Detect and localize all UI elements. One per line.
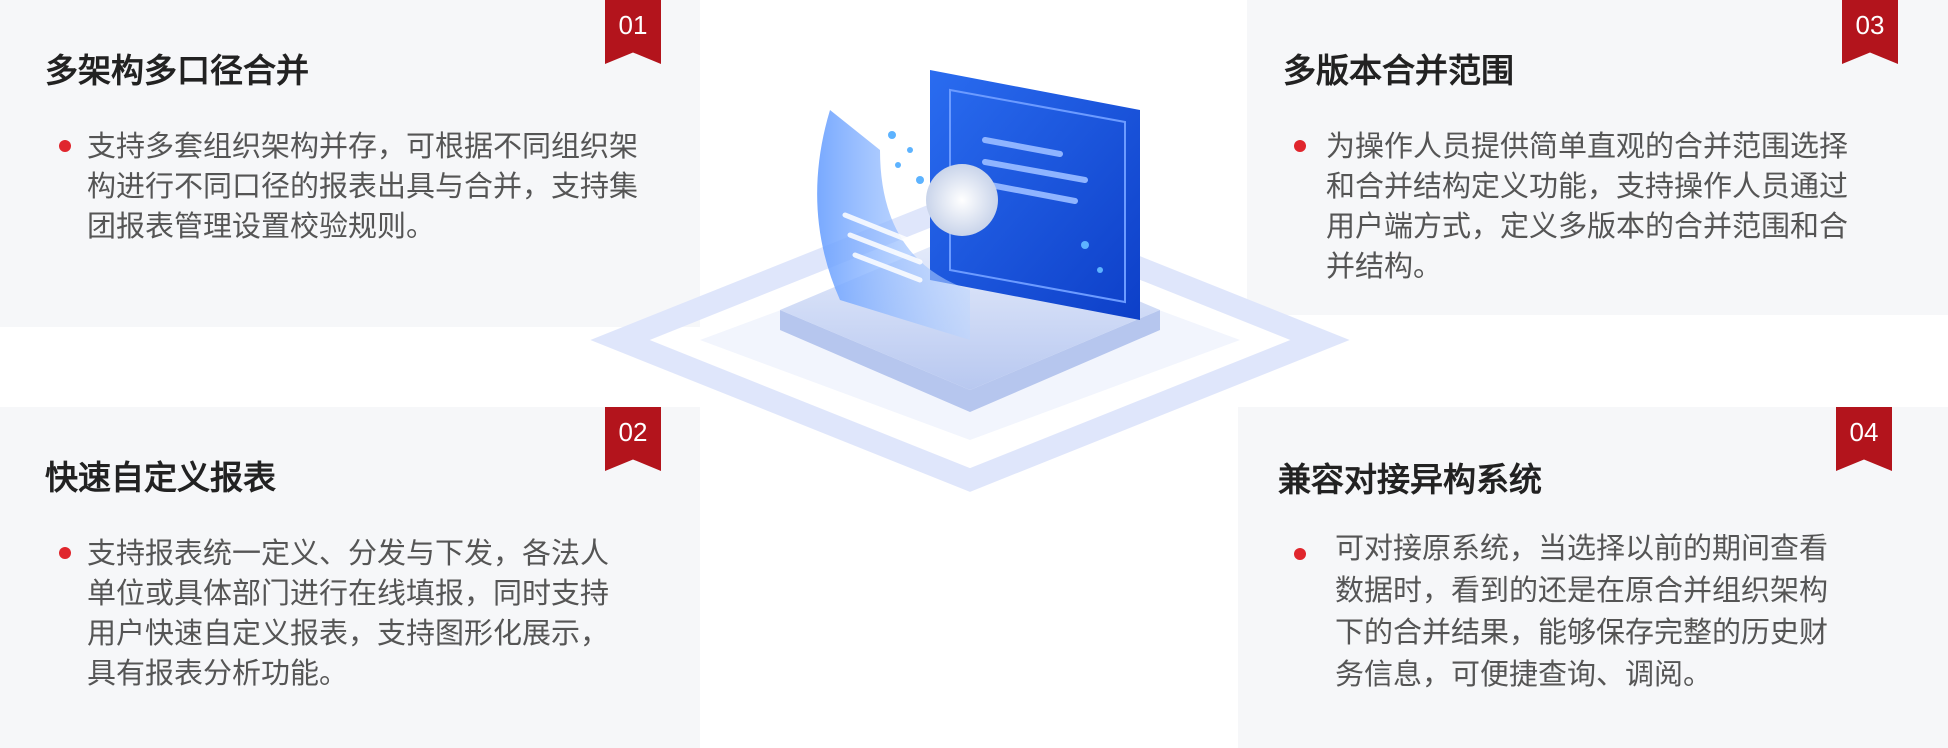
feature-card-2: 02 快速自定义报表 支持报表统一定义、分发与下发，各法人单位或具体部门进行在线… (0, 407, 700, 748)
feature-title: 快速自定义报表 (45, 458, 276, 497)
feature-title: 多版本合并范围 (1283, 51, 1514, 90)
feature-card-4: 04 兼容对接异构系统 可对接原系统，当选择以前的期间查看数据时，看到的还是在原… (1238, 407, 1948, 748)
feature-card-3: 03 多版本合并范围 为操作人员提供简单直观的合并范围选择和合并结构定义功能，支… (1247, 0, 1948, 315)
bullet-icon (59, 547, 71, 559)
feature-description: 可对接原系统，当选择以前的期间查看数据时，看到的还是在原合并组织架构下的合并结果… (1335, 531, 1829, 691)
bullet-icon (1294, 140, 1306, 152)
feature-description: 支持多套组织架构并存，可根据不同组织架构进行不同口径的报表出具与合并，支持集团报… (87, 129, 639, 243)
feature-description: 为操作人员提供简单直观的合并范围选择和合并结构定义功能，支持操作人员通过用户端方… (1326, 129, 1849, 283)
pedestal-side (780, 310, 1160, 412)
feature-title: 兼容对接异构系统 (1278, 460, 1542, 499)
feature-card-1: 01 多架构多口径合并 支持多套组织架构并存，可根据不同组织架构进行不同口径的报… (0, 0, 700, 327)
bullet-icon (1294, 548, 1306, 560)
number-badge: 04 (1836, 407, 1892, 471)
platform-illustration (590, 70, 1350, 492)
floor-outer (590, 188, 1350, 492)
feature-title: 多架构多口径合并 (45, 51, 309, 90)
number-badge: 03 (1842, 0, 1898, 64)
number-badge: 01 (605, 0, 661, 64)
feature-description: 支持报表统一定义、分发与下发，各法人单位或具体部门进行在线填报，同时支持用户快速… (87, 536, 610, 690)
sphere (926, 164, 998, 236)
bullet-icon (59, 140, 71, 152)
glass-arc (817, 110, 970, 340)
